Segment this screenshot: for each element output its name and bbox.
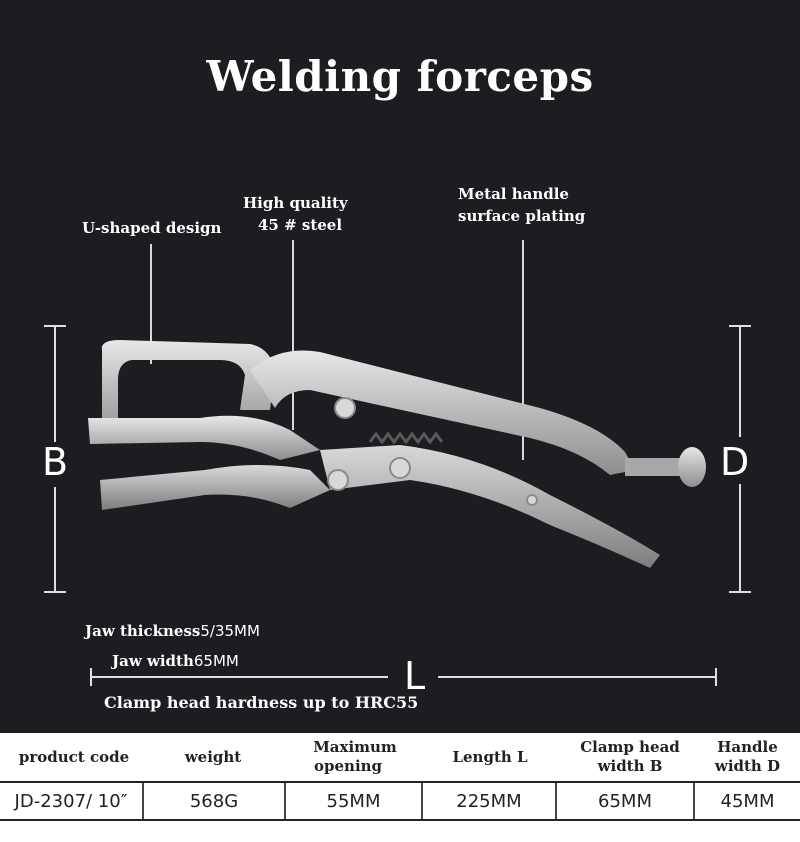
callout-steel-line2: 45 # steel bbox=[258, 216, 343, 234]
callout-line-handle bbox=[522, 240, 524, 460]
table-rule-bottom bbox=[0, 819, 800, 821]
spec-table: product code weight Maximum opening Leng… bbox=[0, 733, 800, 842]
cell-handle-width: 45MM bbox=[720, 790, 775, 812]
dimension-d-bracket bbox=[729, 325, 751, 593]
page-title: Welding forceps bbox=[206, 52, 594, 101]
header-maximum-opening: Maximum opening bbox=[313, 738, 397, 775]
header-product-code: product code bbox=[18, 747, 130, 766]
header-clamp-head-width: Clamp head width B bbox=[580, 738, 680, 775]
spec-jaw-width-value: 65MM bbox=[193, 652, 239, 670]
cell-maximum-opening: 55MM bbox=[326, 790, 381, 812]
header-weight: weight bbox=[184, 747, 242, 766]
table-divider bbox=[142, 783, 144, 819]
spec-jaw-width: Jaw width65MM bbox=[112, 652, 239, 670]
cell-weight: 568G bbox=[189, 790, 239, 812]
dimension-l-label: L bbox=[404, 654, 426, 698]
spec-jaw-thickness-label: Jaw thickness bbox=[85, 622, 201, 640]
header-length: Length L bbox=[452, 747, 528, 766]
dimension-b-label: B bbox=[42, 440, 69, 484]
table-rule-top bbox=[0, 781, 800, 783]
spec-jaw-thickness-value: 5/35MM bbox=[200, 622, 260, 640]
callout-handle-line1: Metal handle bbox=[458, 185, 569, 203]
callout-line-u-shaped bbox=[150, 244, 152, 364]
spec-jaw-thickness: Jaw thickness5/35MM bbox=[85, 622, 260, 640]
table-divider bbox=[284, 783, 286, 819]
callout-u-shaped: U-shaped design bbox=[82, 219, 222, 237]
spec-hardness: Clamp head hardness up to HRC55 bbox=[104, 693, 419, 712]
callout-steel-line1: High quality bbox=[243, 194, 348, 212]
cell-clamp-head-width: 65MM bbox=[598, 790, 652, 812]
welding-forceps-image bbox=[88, 340, 706, 568]
table-divider bbox=[421, 783, 423, 819]
callout-line-steel bbox=[292, 240, 294, 430]
table-divider bbox=[555, 783, 557, 819]
cell-length: 225MM bbox=[456, 790, 522, 812]
spec-jaw-width-label: Jaw width bbox=[112, 652, 194, 670]
cell-product-code: JD-2307/ 10″ bbox=[14, 790, 128, 812]
dimension-d-label: D bbox=[720, 440, 750, 484]
product-hero: Welding forceps U-shaped design High qua… bbox=[0, 0, 800, 733]
callout-handle-line2: surface plating bbox=[458, 207, 586, 225]
table-divider bbox=[693, 783, 695, 819]
dimension-l-bracket bbox=[90, 668, 717, 686]
dimension-b-bracket bbox=[44, 325, 66, 593]
header-handle-width: Handle width D bbox=[714, 738, 781, 775]
